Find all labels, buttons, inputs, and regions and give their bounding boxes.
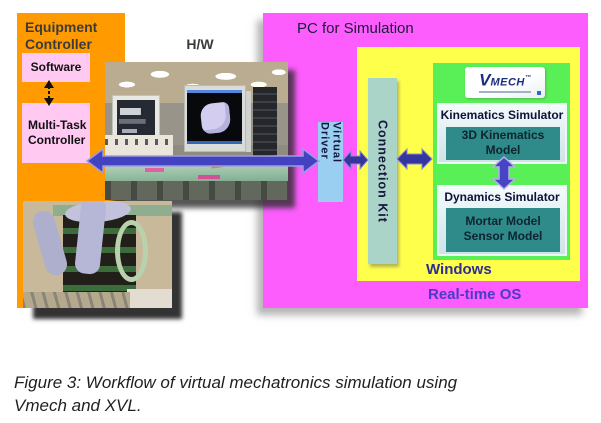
server-rack [253, 86, 277, 159]
software-box: Software [22, 53, 90, 82]
3d-kinematics-model-box: 3D Kinematics Model [446, 127, 560, 160]
vmech-logo-text: VMECH™ [479, 70, 531, 90]
pc-for-simulation-title: PC for Simulation [297, 20, 414, 37]
virtual-driver-to-connection-kit-arrow-icon [342, 149, 369, 171]
cad-monitor [183, 85, 246, 152]
cable-loop [115, 220, 149, 283]
connection-kit-box: Connection Kit [368, 78, 397, 264]
figure-caption-line2: Vmech and XVL. [14, 396, 142, 415]
cad-model [200, 101, 232, 135]
hardware-photo [105, 62, 288, 200]
mortar-sensor-model-box: Mortar Model Sensor Model [446, 208, 560, 252]
equipment-controller-title: Equipment Controller [25, 19, 98, 52]
connection-kit-label: Connection Kit [375, 119, 390, 223]
kinematics-simulator-title: Kinematics Simulator [440, 108, 564, 122]
vmech-logo-subline [479, 91, 531, 94]
hw-to-virtual-driver-arrow-icon [85, 146, 321, 176]
figure-caption: Figure 3: Workflow of virtual mechatroni… [14, 371, 584, 417]
vmech-logo-mark [537, 91, 541, 95]
figure-caption-line1: Figure 3: Workflow of virtual mechatroni… [14, 373, 458, 392]
virtual-driver-label: Virtual Driver [318, 122, 343, 164]
software-multitask-arrow-icon [41, 80, 57, 106]
connection-kit-to-simulator-arrow-icon [396, 146, 433, 172]
realtime-os-label: Real-time OS [428, 286, 522, 303]
kinematics-dynamics-arrow-icon [491, 156, 517, 190]
hw-label: H/W [186, 36, 214, 52]
multi-task-controller-label: Multi-Task Controller [28, 118, 87, 147]
virtual-driver-box: Virtual Driver [318, 122, 343, 202]
windows-label: Windows [426, 261, 492, 278]
under-table [105, 180, 288, 200]
circuit-board-photo [23, 201, 172, 308]
vmech-logo: VMECH™ [465, 67, 545, 98]
multi-task-controller-box: Multi-Task Controller [22, 103, 90, 163]
dynamics-simulator-title: Dynamics Simulator [444, 190, 560, 204]
